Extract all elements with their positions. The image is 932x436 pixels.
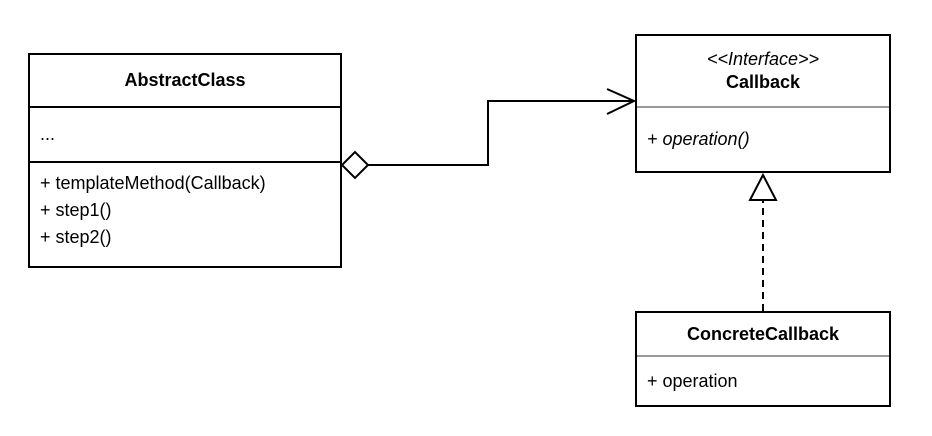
abstract-class-fields: ... xyxy=(30,108,340,163)
abstract-class-methods: + templateMethod(Callback) + step1() + s… xyxy=(30,163,340,266)
method-item: + templateMethod(Callback) xyxy=(40,173,266,193)
fields-placeholder: ... xyxy=(40,124,56,144)
method-list: + templateMethod(Callback) + step1() + s… xyxy=(40,170,334,251)
callback-title: Callback xyxy=(725,72,801,92)
abstract-class-box: AbstractClass ... + templateMethod(Callb… xyxy=(28,53,342,268)
aggregation-connector xyxy=(340,88,637,180)
callback-interface-box: <<Interface>> Callback + operation() xyxy=(635,34,891,173)
callback-header: <<Interface>> Callback xyxy=(637,36,889,108)
realization-triangle-icon xyxy=(748,172,778,201)
stereotype-label: <<Interface>> xyxy=(706,49,820,69)
method-item: + step1() xyxy=(40,200,112,220)
method-item: + step2() xyxy=(40,227,112,247)
realization-connector xyxy=(748,172,778,311)
callback-methods: + operation() xyxy=(637,108,889,171)
concrete-callback-title: ConcreteCallback xyxy=(637,313,889,357)
open-arrowhead-icon xyxy=(606,88,637,115)
aggregation-diamond-icon xyxy=(340,150,370,180)
method-item: + operation() xyxy=(647,129,750,149)
concrete-callback-methods: + operation xyxy=(637,357,889,405)
concrete-callback-box: ConcreteCallback + operation xyxy=(635,311,891,407)
method-item: + operation xyxy=(647,370,738,391)
abstract-class-title: AbstractClass xyxy=(30,55,340,108)
aggregation-line xyxy=(368,100,632,166)
